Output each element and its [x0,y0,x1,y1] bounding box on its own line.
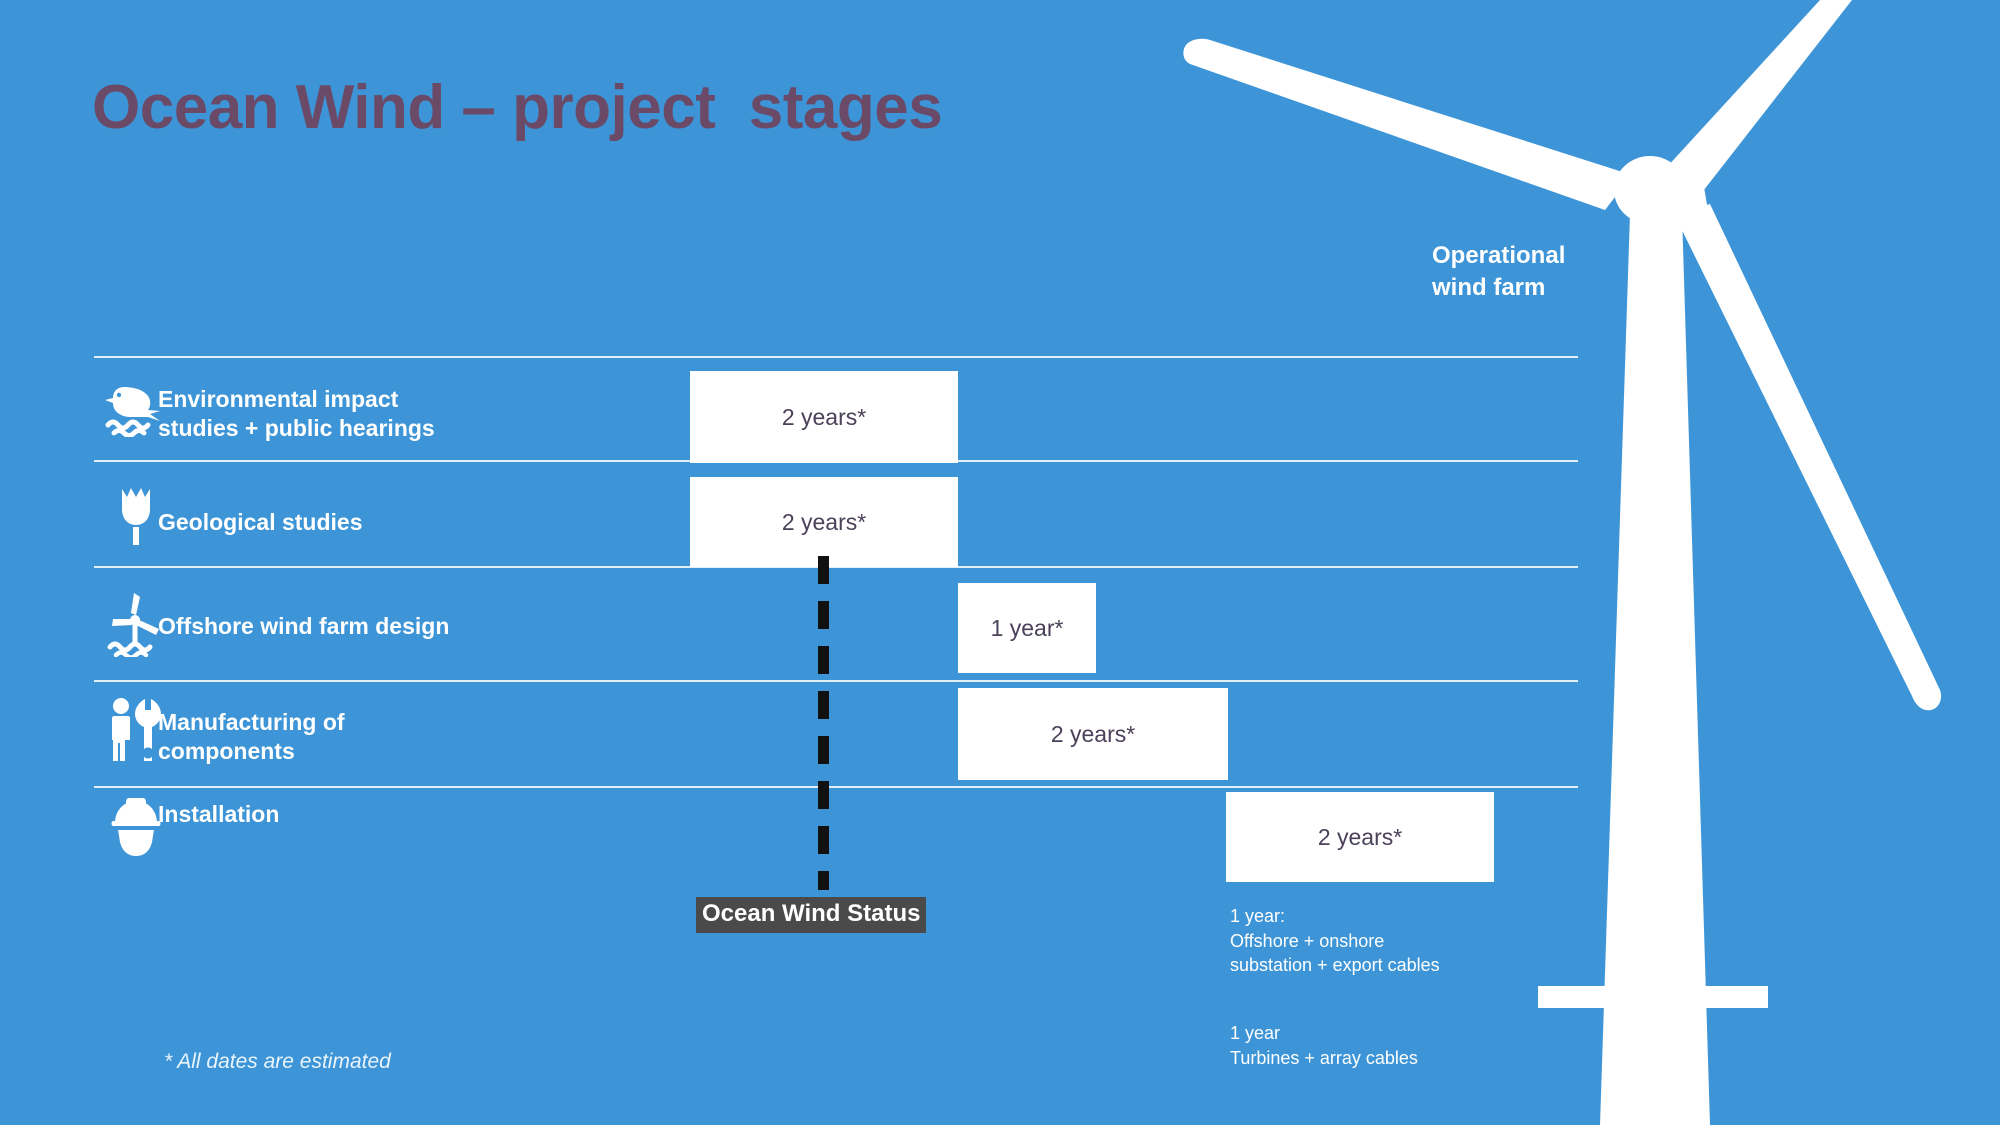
installation-note-1: 1 year Turbines + array cables [1230,1023,1418,1068]
stage-bar-0[interactable]: 2 years* [690,371,958,463]
stage-bar-3[interactable]: 2 years* [958,688,1228,780]
offshore-turbine-icon [94,593,178,657]
stage-label-0: Environmental impact studies + public he… [158,386,435,442]
stage-label-1: Geological studies [158,509,363,535]
installation-notes: 1 year: Offshore + onshore substation + … [1230,880,1440,1094]
row-divider-0 [94,356,1578,358]
stage-bar-3-value: 2 years* [1050,720,1136,747]
installation-note-0: 1 year: Offshore + onshore substation + … [1230,906,1440,975]
worker-wrench-icon [94,698,178,761]
row-divider-4 [94,786,1578,788]
hard-hat-icon [94,795,178,857]
stage-label-4: Installation [158,801,280,827]
stage-bar-2-value: 1 year* [990,614,1064,641]
drill-flower-icon [94,485,178,545]
stage-bar-1[interactable]: 2 years* [690,477,958,567]
seabird-icon [94,380,178,438]
page-title: Ocean Wind – project stages [92,73,943,142]
stage-bar-2[interactable]: 1 year* [958,583,1096,673]
stage-label-2: Offshore wind farm design [158,613,450,639]
stage-bar-4[interactable]: 2 years* [1226,792,1494,882]
ocean-wind-status-line [818,556,829,890]
stage-bar-4-value: 2 years* [1317,823,1403,850]
stage-label-3: Manufacturing of components [158,709,345,765]
row-divider-3 [94,680,1578,682]
operational-wind-farm-label: Operational wind farm [1432,242,1566,301]
row-divider-2 [94,566,1578,568]
stage-bar-0-value: 2 years* [781,403,867,430]
status-badge[interactable]: Ocean Wind Status [696,897,927,933]
footnote: * All dates are estimated [164,1050,391,1073]
stage-bar-1-value: 2 years* [781,508,867,535]
